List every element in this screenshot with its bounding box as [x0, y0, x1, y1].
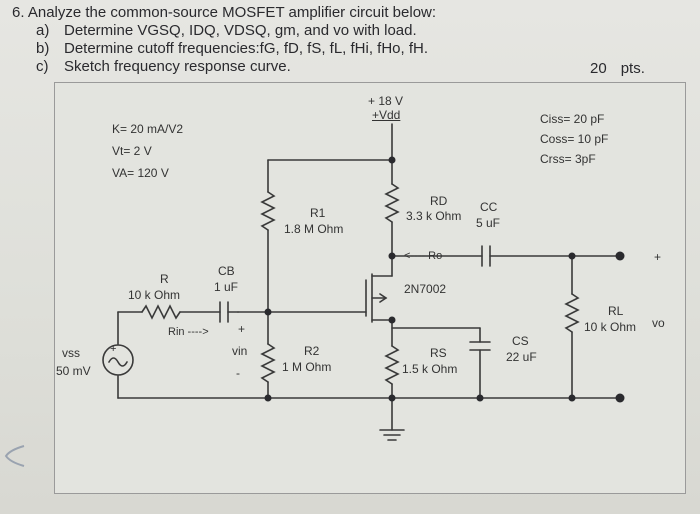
vin-label: vin — [232, 344, 248, 358]
output-terminal — [615, 251, 625, 261]
vo-label: vo — [652, 316, 665, 330]
schematic-frame — [54, 82, 686, 494]
cb-name: CB — [218, 264, 235, 278]
node-dot — [388, 394, 396, 402]
rd-resistor — [384, 183, 400, 223]
rs-value: 1.5 k Ohm — [402, 362, 458, 376]
r1-resistor — [260, 191, 276, 231]
r1-name: R1 — [310, 206, 326, 220]
param-vt: Vt= 2 V — [112, 144, 152, 158]
output-terminal — [615, 393, 625, 403]
r1-value: 1.8 M Ohm — [284, 222, 344, 236]
cs-value: 22 uF — [506, 350, 537, 364]
node-dot — [568, 252, 576, 260]
item-text: Sketch frequency response curve. — [64, 58, 291, 75]
node-dot — [388, 316, 396, 324]
question-item-b: b) Determine cutoff frequencies:fG, fD, f… — [36, 40, 428, 57]
item-label: c) — [36, 58, 49, 75]
cc-name: CC — [480, 200, 498, 214]
node-dot — [264, 394, 272, 402]
cap-crss: Crss= 3pF — [540, 152, 596, 166]
question-item-c: c) Sketch frequency response curve. — [36, 58, 291, 75]
rd-name: RD — [430, 194, 448, 208]
mosfet-arrow — [379, 293, 388, 303]
rl-value: 10 k Ohm — [584, 320, 637, 334]
cap-coss: Coss= 10 pF — [540, 132, 609, 146]
question-item-a: a) Determine VGSQ, IDQ, VDSQ, gm, and vo … — [36, 22, 417, 39]
voltage-source — [102, 344, 134, 376]
item-text: Determine VGSQ, IDQ, VDSQ, gm, and vo wi… — [64, 22, 417, 39]
source-plus-sign: + — [110, 343, 116, 355]
item-label: b) — [36, 40, 50, 57]
item-text: Determine cutoff frequencies:fG, fD, fS,… — [64, 40, 429, 57]
input-minus: - — [236, 366, 240, 380]
node-dot — [476, 394, 484, 402]
supply-name: +Vdd — [372, 108, 401, 122]
rs-resistor — [384, 345, 400, 385]
points-label: 20 pts. — [590, 60, 645, 77]
param-k: K= 20 mA/V2 — [112, 122, 184, 136]
r2-resistor — [260, 343, 276, 383]
node-dot — [388, 156, 396, 164]
points-value: 20 — [590, 60, 607, 77]
rl-name: RL — [608, 304, 624, 318]
r-resistor — [141, 304, 181, 320]
rd-value: 3.3 k Ohm — [406, 209, 462, 223]
cb-value: 1 uF — [214, 280, 239, 294]
r-value: 10 k Ohm — [128, 288, 181, 302]
input-plus: + — [238, 322, 246, 336]
supply-value: + 18 V — [368, 94, 404, 108]
r2-value: 1 M Ohm — [282, 360, 332, 374]
node-dot — [388, 252, 396, 260]
ro-label: <---- Ro — [404, 250, 443, 262]
source-sine — [108, 357, 128, 367]
r2-name: R2 — [304, 344, 320, 358]
node-dot — [568, 394, 576, 402]
rl-resistor — [564, 293, 580, 333]
vss-name: vss — [62, 346, 80, 360]
question-title: 6. Analyze the common-source MOSFET ampl… — [12, 4, 437, 21]
cap-ciss: Ciss= 20 pF — [540, 112, 605, 126]
rin-label: Rin ----> — [168, 326, 209, 338]
cs-name: CS — [512, 334, 529, 348]
points-unit: pts. — [620, 60, 645, 77]
item-label: a) — [36, 22, 50, 39]
pen-mark-icon — [4, 445, 25, 467]
transistor-label: 2N7002 — [404, 282, 447, 296]
cc-value: 5 uF — [476, 216, 501, 230]
output-plus: + — [654, 250, 662, 264]
rs-name: RS — [430, 346, 447, 360]
param-va: VA= 120 V — [112, 166, 169, 180]
vss-value: 50 mV — [56, 364, 91, 378]
r-name: R — [160, 272, 169, 286]
node-dot — [264, 308, 272, 316]
